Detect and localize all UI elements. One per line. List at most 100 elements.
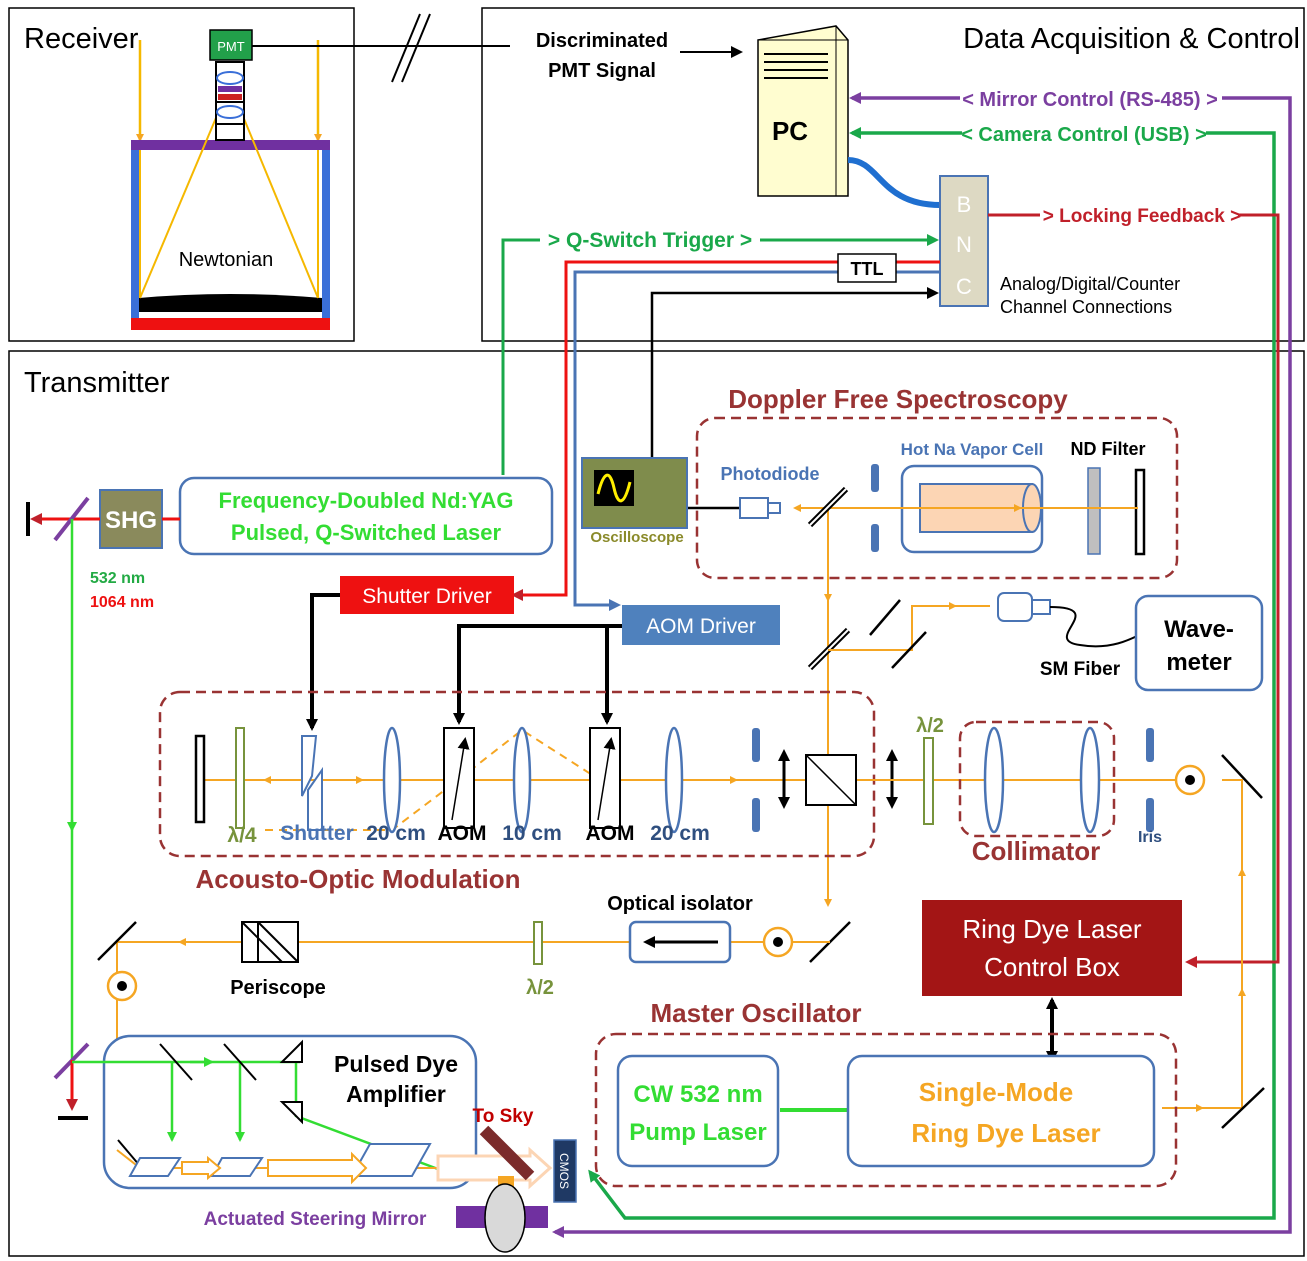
oscilloscope-label: Oscilloscope (590, 529, 683, 546)
wavemeter-label-line2: meter (1166, 649, 1231, 676)
aom-label-aom-2: AOM (586, 822, 635, 845)
aom-driver-label: AOM Driver (646, 615, 756, 638)
photodiode-label: Photodiode (721, 464, 820, 484)
ring-dye-laser-box (846, 1054, 1156, 1168)
steering-mirror (484, 1183, 526, 1253)
ring-dye-label-line2: Ring Dye Laser (911, 1118, 1100, 1148)
newtonian-telescope (131, 40, 330, 330)
daq-panel (481, 7, 1305, 342)
ring-control-label-line2: Control Box (984, 952, 1120, 982)
aom-label-lens-10cm: 10 cm (502, 822, 562, 845)
pump-laser-label-line2: Pump Laser (629, 1119, 766, 1146)
pmt-signal-label-line2: PMT Signal (548, 60, 656, 82)
optical-isolator-label: Optical isolator (607, 893, 753, 915)
aom-label-aom-1: AOM (438, 822, 487, 845)
amplifier-dye-cells (116, 1139, 553, 1190)
nd-filter-label: ND Filter (1070, 439, 1145, 459)
iris-label: Iris (1138, 829, 1162, 846)
mirror-control-line (552, 92, 1292, 1238)
pump-laser-box (616, 1054, 780, 1168)
transmitter-panel (8, 350, 1305, 1257)
wavemeter-pickoff (807, 599, 990, 671)
aom-iris (752, 728, 760, 832)
cmos-label: CMOS (557, 1153, 571, 1189)
collimator-half-waveplate (923, 737, 934, 825)
shutter-driver-box (340, 576, 514, 614)
camera-control-line (588, 127, 1276, 1220)
ttl-label: TTL (851, 259, 884, 279)
collimator-iris (1146, 728, 1154, 832)
wavelength-1064: 1064 nm (90, 594, 154, 611)
beam-out-of-page-marker (1174, 764, 1206, 796)
collimator-title: Collimator (972, 836, 1101, 866)
aom-2 (589, 727, 621, 829)
shg-label: SHG (105, 507, 157, 534)
fiber-coupler (997, 592, 1146, 648)
aom-label-lens-20cm-left: 20 cm (366, 822, 426, 845)
master-output-beam (1162, 779, 1265, 1129)
to-sky-mirror (479, 1125, 535, 1181)
shutter-driver-label: Shutter Driver (362, 585, 492, 608)
wavemeter-box (1134, 594, 1264, 692)
dfs-title: Doppler Free Spectroscopy (728, 384, 1068, 414)
receiver-panel-title: Receiver (24, 23, 139, 55)
aom-label-shutter: Shutter (280, 822, 354, 845)
wavemeter-label-line1: Wave- (1164, 616, 1234, 643)
pmt-signal-label-line1: Discriminated (536, 30, 668, 52)
quarter-waveplate (235, 727, 245, 829)
bnc-letter-n: N (956, 232, 972, 257)
aom-section (158, 690, 876, 858)
dfs-beams (793, 504, 1138, 885)
ndyag-label-line1: Frequency-Doubled Nd:YAG (219, 488, 514, 513)
lens-10cm (512, 726, 532, 834)
master-oscillator-title: Master Oscillator (651, 998, 862, 1028)
pump-laser-label-line1: CW 532 nm (633, 1081, 762, 1108)
vapor-cell-label: Hot Na Vapor Cell (901, 440, 1044, 459)
pc-label: PC (772, 116, 808, 146)
transmitter-panel-title: Transmitter (24, 367, 170, 399)
sm-fiber-label: SM Fiber (1040, 659, 1121, 680)
periscope (241, 921, 299, 963)
amplifier-label-line2: Amplifier (346, 1081, 446, 1107)
periscope-label: Periscope (230, 977, 326, 999)
mirror-control-label: < Mirror Control (RS-485) > (962, 89, 1218, 111)
isolator-half-wave-label: λ/2 (526, 977, 554, 999)
aom-1 (443, 727, 475, 829)
telescope-label: Newtonian (179, 249, 274, 271)
locking-feedback-label: > Locking Feedback > (1043, 206, 1242, 227)
ndyag-label-line2: Pulsed, Q-Switched Laser (231, 520, 502, 545)
nd-filter (1087, 467, 1101, 555)
pc-bnc-cable (847, 157, 941, 208)
driver-control-lines (306, 593, 622, 731)
pmt-signal-cable (252, 13, 743, 83)
ndyag-laser-box (178, 476, 554, 556)
sine-wave-icon (596, 473, 632, 503)
ttl-box (837, 253, 897, 283)
bnc-letter-b: B (957, 192, 972, 217)
channels-label-line2: Channel Connections (1000, 297, 1172, 317)
dfs-section (695, 416, 1179, 580)
pmt-label: PMT (217, 39, 245, 54)
polarizing-beam-splitter (805, 754, 857, 806)
to-sky-label: To Sky (473, 1106, 534, 1127)
wavelength-532: 532 nm (90, 570, 145, 587)
ring-dye-label-line1: Single-Mode (919, 1077, 1074, 1107)
aom-signal-line (573, 270, 940, 611)
receiver-panel (8, 7, 355, 342)
shutter-element (301, 735, 323, 831)
pc-tower (757, 25, 849, 197)
master-oscillator-section (594, 1032, 1178, 1188)
dfs-beamsplitter-inner (809, 488, 847, 526)
ring-control-box (922, 900, 1182, 996)
locking-feedback-line (988, 213, 1280, 968)
collimator-section (958, 720, 1116, 838)
collimator-half-wave-label: λ/2 (916, 715, 944, 737)
bnc-letter-c: C (956, 274, 972, 299)
aom-retro-mirror (194, 734, 206, 824)
amplifier-label-line1: Pulsed Dye (334, 1051, 458, 1077)
shutter-signal-line (511, 260, 940, 601)
aom-driver-box (622, 605, 780, 645)
aom-label-quarter-wave: λ/4 (227, 824, 257, 847)
aom-label-lens-20cm-right: 20 cm (650, 822, 710, 845)
